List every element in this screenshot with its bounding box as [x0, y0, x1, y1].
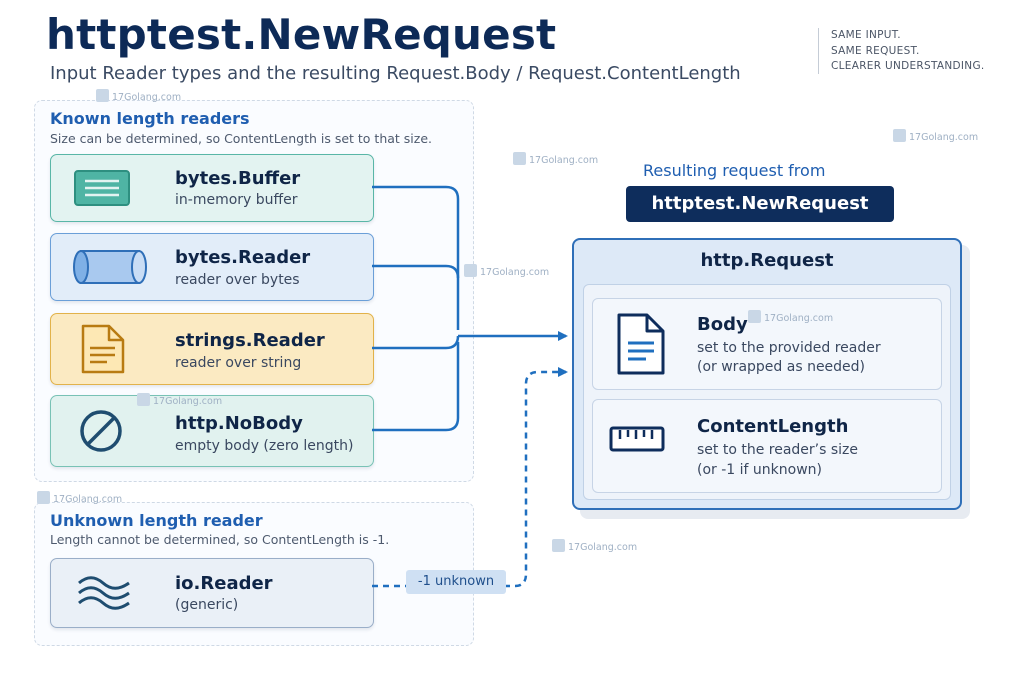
- watermark-logo-icon: [893, 129, 906, 142]
- reader-description: (generic): [175, 597, 239, 613]
- prohibited-icon: [80, 410, 122, 452]
- known-group-description: Size can be determined, so ContentLength…: [50, 131, 433, 146]
- request-field-body: Body set to the provided reader (or wrap…: [592, 298, 942, 390]
- field-name: Body: [697, 314, 748, 335]
- field-description-line-1: set to the provided reader: [697, 340, 881, 356]
- tagline: SAME INPUT. SAME REQUEST. CLEARER UNDERS…: [818, 28, 985, 74]
- reader-card-bytes-buffer: bytes.Buffer in-memory buffer: [50, 154, 374, 222]
- watermark-logo-icon: [748, 310, 761, 323]
- reader-description: reader over bytes: [175, 272, 300, 288]
- unknown-group-title: Unknown length reader: [50, 511, 263, 530]
- page-subtitle: Input Reader types and the resulting Req…: [50, 63, 741, 84]
- watermark-logo-icon: [96, 89, 109, 102]
- result-badge: httptest.NewRequest: [626, 186, 894, 222]
- known-group-title: Known length readers: [50, 109, 250, 128]
- ruler-icon: [609, 426, 665, 452]
- request-field-contentlength: ContentLength set to the reader’s size (…: [592, 399, 942, 493]
- reader-name: http.NoBody: [175, 413, 303, 434]
- document-icon: [81, 324, 125, 374]
- watermark: 17Golang.com: [464, 264, 549, 278]
- reader-name: bytes.Reader: [175, 247, 311, 268]
- document-icon: [617, 313, 665, 375]
- waves-icon: [78, 576, 130, 610]
- field-description-line-1: set to the reader’s size: [697, 442, 859, 458]
- watermark: 17Golang.com: [96, 89, 181, 103]
- tagline-line-1: SAME INPUT.: [831, 29, 901, 41]
- unknown-edge-label: -1 unknown: [406, 570, 506, 594]
- watermark: 17Golang.com: [137, 393, 222, 407]
- watermark-logo-icon: [464, 264, 477, 277]
- tagline-line-2: SAME REQUEST.: [831, 44, 920, 57]
- buffer-icon: [74, 170, 130, 206]
- watermark: 17Golang.com: [748, 310, 833, 324]
- reader-description: empty body (zero length): [175, 438, 354, 454]
- watermark: 17Golang.com: [552, 539, 637, 553]
- watermark-logo-icon: [552, 539, 565, 552]
- tagline-line-3: CLEARER UNDERSTANDING.: [831, 60, 985, 72]
- reader-description: reader over string: [175, 355, 302, 371]
- result-heading: Resulting request from: [643, 161, 826, 180]
- reader-card-io-reader: io.Reader (generic): [50, 558, 374, 628]
- watermark: 17Golang.com: [513, 152, 598, 166]
- reader-description: in-memory buffer: [175, 192, 298, 208]
- reader-name: io.Reader: [175, 573, 273, 594]
- reader-name: strings.Reader: [175, 330, 325, 351]
- http-request-title: http.Request: [700, 250, 834, 271]
- page-title: httptest.NewRequest: [46, 10, 557, 59]
- watermark: 17Golang.com: [893, 129, 978, 143]
- watermark-logo-icon: [513, 152, 526, 165]
- reader-name: bytes.Buffer: [175, 168, 301, 189]
- cylinder-icon: [73, 250, 147, 284]
- watermark: 17Golang.com: [37, 491, 122, 505]
- reader-card-strings-reader: strings.Reader reader over string: [50, 313, 374, 385]
- watermark-logo-icon: [37, 491, 50, 504]
- unknown-group-description: Length cannot be determined, so ContentL…: [50, 532, 390, 547]
- watermark-logo-icon: [137, 393, 150, 406]
- field-description-line-2: (or wrapped as needed): [697, 359, 866, 375]
- reader-card-bytes-reader: bytes.Reader reader over bytes: [50, 233, 374, 301]
- field-description-line-2: (or -1 if unknown): [697, 462, 822, 478]
- field-name: ContentLength: [697, 416, 849, 437]
- reader-card-http-nobody: http.NoBody empty body (zero length): [50, 395, 374, 467]
